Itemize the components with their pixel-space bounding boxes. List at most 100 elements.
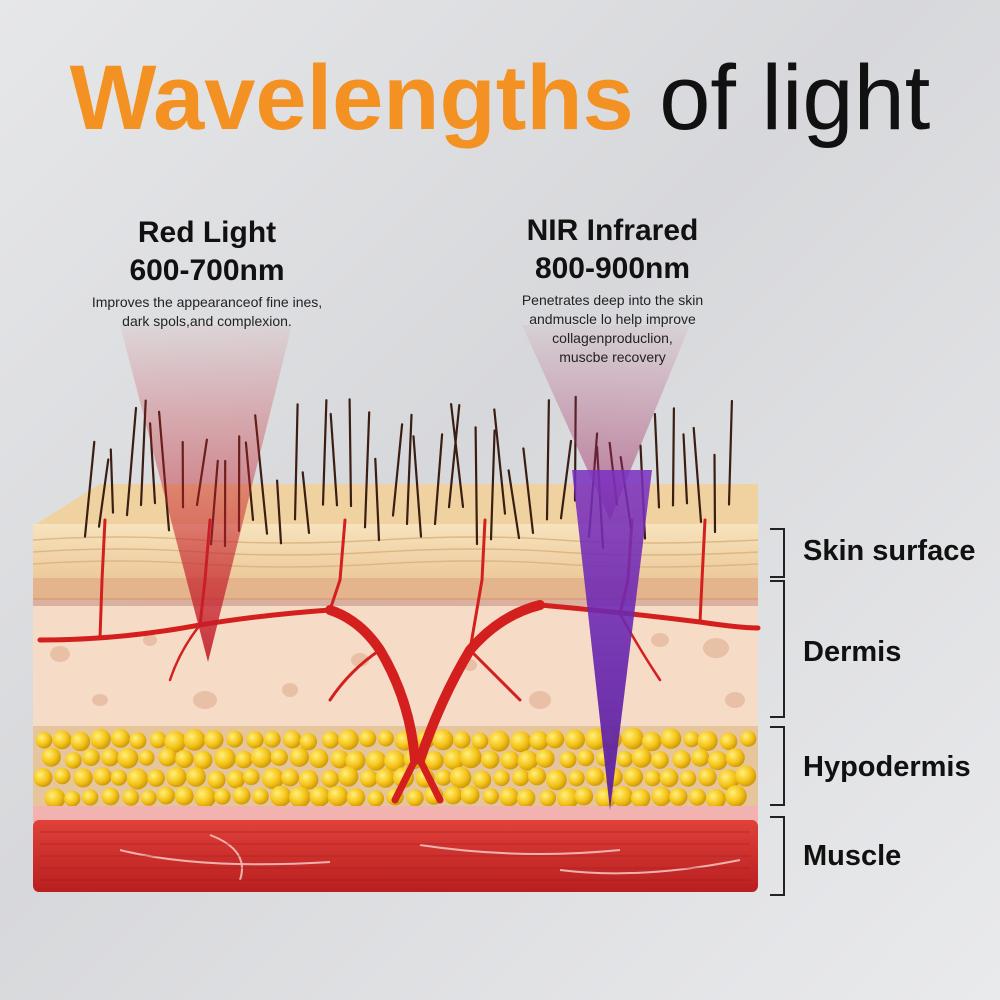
fat-cell — [226, 730, 244, 748]
fat-cell — [511, 768, 530, 787]
fat-cell — [338, 729, 359, 750]
hair-strand — [507, 469, 521, 540]
fat-cell — [70, 731, 91, 752]
fat-cell — [110, 769, 127, 786]
layer-label-skin-surface: Skin surface — [803, 535, 976, 567]
fat-cell — [52, 730, 72, 750]
fat-cell — [375, 768, 395, 788]
hair-strand — [493, 408, 507, 515]
layer-label-muscle: Muscle — [803, 840, 902, 872]
fat-cell — [73, 768, 93, 788]
fat-cell — [585, 767, 605, 786]
fat-cell — [708, 750, 728, 771]
fat-cell — [289, 786, 311, 808]
fat-cell — [82, 789, 99, 806]
hair-strand — [374, 457, 381, 542]
fat-cell — [35, 731, 53, 749]
fat-cell — [621, 727, 644, 750]
fat-cell — [232, 786, 251, 805]
fat-cell — [529, 730, 549, 751]
fat-cell — [546, 769, 567, 791]
fat-cell — [481, 750, 500, 769]
fat-cell — [435, 769, 452, 786]
fat-cell — [460, 785, 480, 805]
fat-cell — [157, 786, 175, 805]
hair-strand — [125, 406, 138, 517]
fat-cell — [735, 765, 757, 787]
fat-cell — [64, 790, 81, 807]
red-light-description: Improves the appearanceof fine ines, dar… — [62, 293, 352, 331]
fat-cell — [725, 785, 747, 807]
fat-cell — [246, 731, 264, 749]
fat-cell — [725, 748, 745, 768]
fat-cell — [698, 767, 717, 787]
fat-cell — [194, 786, 216, 808]
fat-cell — [564, 729, 586, 750]
fat-cell — [660, 728, 682, 749]
fat-cell — [270, 785, 292, 807]
fat-cell — [309, 748, 329, 769]
hair-strand — [522, 447, 535, 534]
fat-cell — [623, 767, 644, 787]
fat-cell — [321, 731, 340, 749]
hair-strand — [348, 398, 353, 508]
hair-strand — [671, 407, 675, 507]
fat-cell — [252, 788, 269, 805]
fat-cell — [472, 770, 492, 789]
fat-cell — [585, 728, 607, 750]
fat-cell — [93, 767, 112, 786]
fat-cell — [64, 752, 82, 769]
fat-cell — [642, 731, 662, 752]
fat-cell — [299, 733, 317, 751]
hair-strand — [433, 433, 444, 526]
hair-strand — [83, 440, 96, 538]
fat-cell — [659, 768, 679, 788]
nir-desc-line: collagenproduclion, — [552, 329, 673, 346]
hair-strand — [97, 458, 110, 528]
fat-cell — [338, 766, 359, 787]
fat-cell — [459, 746, 482, 769]
nir-range: 800-900nm — [534, 251, 691, 285]
hair-strand — [713, 453, 717, 534]
red-light-beam — [120, 325, 292, 662]
fat-cell — [214, 788, 231, 805]
fat-cell — [669, 787, 688, 806]
fat-cell — [226, 770, 245, 789]
fat-cell — [147, 769, 165, 787]
hair-strand — [450, 403, 465, 508]
fat-cell — [262, 767, 284, 790]
page-title: Wavelengths of light — [0, 52, 1000, 144]
fat-cell — [697, 730, 718, 751]
fat-cell — [527, 767, 547, 786]
fat-cell — [631, 747, 652, 768]
layer-label-hypodermis: Hypodermis — [803, 751, 971, 783]
nir-label-block: NIR Infrared 800-900nm Penetrates deep i… — [460, 212, 765, 367]
fat-cell — [499, 787, 519, 807]
fat-cell — [471, 732, 489, 750]
hair-strand — [727, 399, 733, 506]
hair-strand — [447, 404, 461, 509]
red-light-label-block: Red Light 600-700nm Improves the appeara… — [62, 214, 352, 331]
fat-cell — [281, 768, 300, 787]
fat-cell — [186, 767, 206, 787]
fat-cell — [557, 787, 579, 809]
layer-label-dermis: Dermis — [803, 636, 902, 668]
hair-strand — [682, 433, 689, 505]
hair-strand — [474, 426, 479, 546]
fat-cell — [500, 750, 520, 770]
fat-cell — [138, 749, 155, 766]
nir-desc-line: Penetrates deep into the skin — [521, 292, 704, 308]
dermis-layer — [33, 606, 758, 728]
hair-strand — [489, 429, 496, 541]
fat-cell — [41, 747, 61, 767]
epidermis-layer — [33, 524, 758, 580]
fat-cell — [488, 730, 510, 752]
fat-cell — [539, 789, 557, 807]
fat-cell — [126, 768, 149, 790]
fat-cell — [688, 788, 707, 806]
fat-cell — [140, 789, 157, 806]
hair-strand — [301, 471, 311, 534]
fat-cell — [193, 750, 213, 770]
hair-strand — [109, 448, 115, 514]
